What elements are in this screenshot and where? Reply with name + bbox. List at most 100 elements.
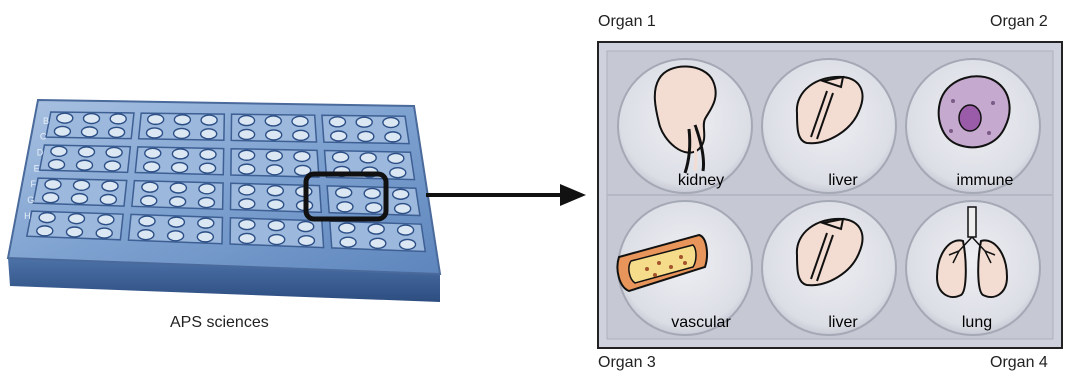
plate-well <box>104 161 120 171</box>
label-organ-2: Organ 2 <box>990 13 1048 31</box>
plate-well <box>147 128 163 138</box>
plate-well <box>200 149 216 159</box>
plate-well <box>37 226 53 236</box>
plate-well <box>170 197 186 207</box>
well-3: immune <box>906 59 1040 193</box>
plate-well <box>79 147 95 157</box>
plate-well <box>84 114 100 124</box>
plate-well <box>239 164 255 174</box>
plate-well <box>337 202 353 212</box>
well-4: vascular <box>617 201 752 335</box>
well-6-label: lung <box>962 314 992 331</box>
plate-well <box>331 131 347 141</box>
plate-well <box>39 213 55 223</box>
plate-well <box>329 117 345 127</box>
plate-well <box>45 179 61 189</box>
plate-well <box>336 188 352 198</box>
plate-well <box>100 195 116 205</box>
plate-well <box>144 162 160 172</box>
plate-well <box>98 215 114 225</box>
plate-well <box>340 237 356 247</box>
plate-well <box>138 230 154 240</box>
plate-well <box>298 236 314 246</box>
plate-well <box>385 132 401 142</box>
plate-well <box>198 198 214 208</box>
well-6: lung <box>906 201 1040 335</box>
plate-row-letter: D <box>37 147 44 157</box>
plate-well <box>239 220 255 230</box>
well-5: liver <box>762 201 896 335</box>
plate-row-letter: F <box>30 179 36 189</box>
well-4-label: vascular <box>671 314 731 331</box>
plate-well <box>96 228 112 238</box>
plate-row-letter: H <box>24 211 31 221</box>
plate-well <box>106 147 122 157</box>
plate-well <box>267 186 283 196</box>
plate-well <box>102 181 118 191</box>
immune-cell-icon <box>939 76 1010 147</box>
well-1-label: kidney <box>678 172 724 189</box>
plate-well <box>239 150 255 160</box>
plate-well <box>148 114 164 124</box>
plate-well <box>356 117 372 127</box>
plate-well <box>364 188 380 198</box>
plate-well <box>201 115 217 125</box>
plate-well <box>268 200 284 210</box>
plate-well <box>265 116 281 126</box>
plate-well <box>239 199 255 209</box>
plate-well <box>267 165 283 175</box>
plate-well <box>239 116 255 126</box>
plate-well <box>174 115 190 125</box>
plate-well <box>110 114 126 124</box>
plate-well <box>200 163 216 173</box>
right-arrow <box>420 180 590 210</box>
plate-well <box>268 221 284 231</box>
well-5-label: liver <box>828 314 858 331</box>
plate-well <box>67 227 83 237</box>
plate-well <box>339 223 355 233</box>
plate-well <box>82 127 98 137</box>
six-well-plate: kidney liver immune <box>597 41 1063 349</box>
well-2-label: liver <box>828 172 858 189</box>
plate-well <box>400 239 416 249</box>
plate-well <box>141 196 157 206</box>
plate-well <box>395 204 411 214</box>
plate-well <box>360 153 376 163</box>
plate-well <box>74 180 90 190</box>
plate-well <box>170 183 186 193</box>
plate-well <box>57 113 73 123</box>
plate-well <box>72 194 88 204</box>
plate-well <box>69 214 85 224</box>
plate-well <box>201 129 217 139</box>
plate-well <box>51 146 67 156</box>
plate-well <box>294 151 310 161</box>
plate-well <box>197 232 213 242</box>
plate-row-letter: E <box>34 163 40 173</box>
plate-row-letter: B <box>43 116 49 126</box>
plate-well <box>239 185 255 195</box>
plate-well <box>199 184 215 194</box>
label-organ-4: Organ 4 <box>990 354 1048 372</box>
plate-well <box>142 182 158 192</box>
plate-well <box>269 235 285 245</box>
plate-well <box>77 160 93 170</box>
plate-well <box>370 238 386 248</box>
label-organ-1: Organ 1 <box>598 13 656 31</box>
plate-well <box>368 224 384 234</box>
plate-well <box>366 203 382 213</box>
plate-well <box>393 189 409 199</box>
plate-well <box>139 216 155 226</box>
plate-well <box>388 153 404 163</box>
plate-well <box>266 151 282 161</box>
plate-well <box>239 129 255 139</box>
plate-well <box>172 149 188 159</box>
plate-well <box>168 217 184 227</box>
plate-well <box>333 152 349 162</box>
plate-well <box>172 163 188 173</box>
plate-well <box>266 130 282 140</box>
plate-well <box>292 116 308 126</box>
plate-well <box>174 128 190 138</box>
well-3-label: immune <box>957 172 1014 189</box>
label-organ-3: Organ 3 <box>598 354 656 372</box>
